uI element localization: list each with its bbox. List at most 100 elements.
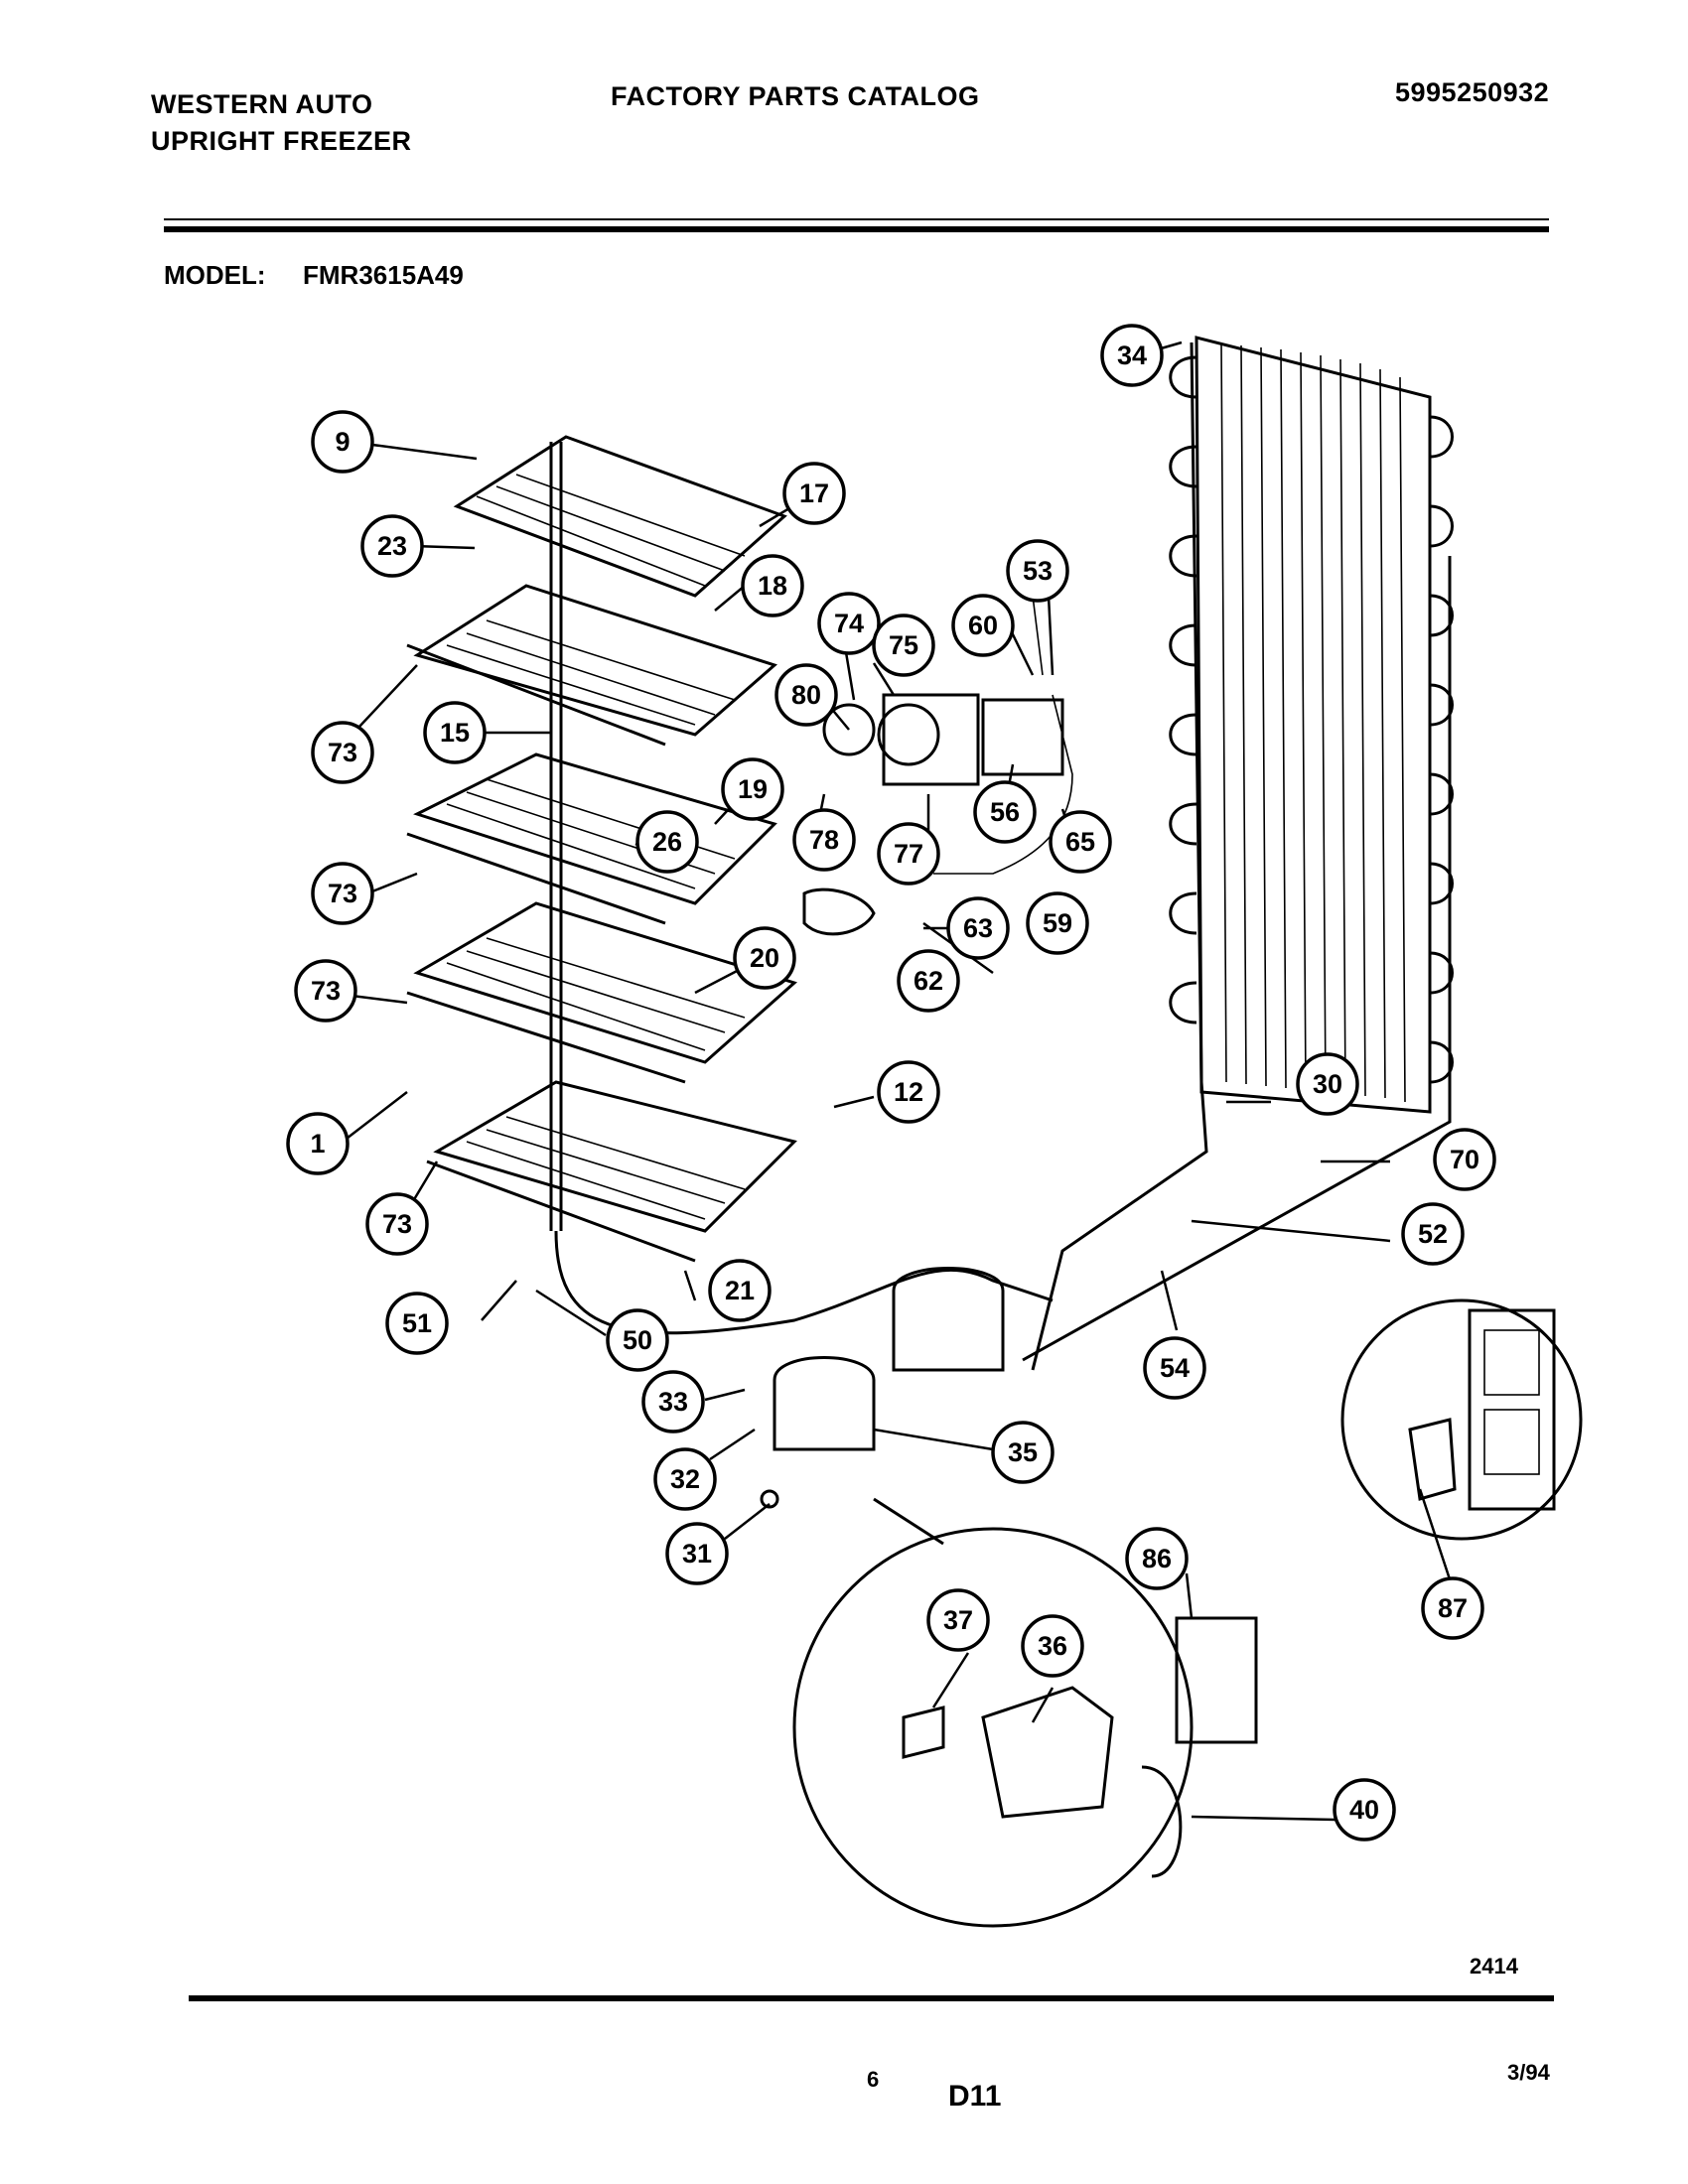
callout-54[interactable]: 54 [1143, 1336, 1206, 1400]
callout-70-label: 70 [1450, 1145, 1479, 1174]
callout-34-label: 34 [1117, 341, 1147, 370]
callout-30[interactable]: 30 [1296, 1052, 1359, 1116]
callout-35-label: 35 [1008, 1437, 1038, 1467]
callout-40-label: 40 [1349, 1795, 1379, 1825]
callout-37[interactable]: 37 [926, 1588, 990, 1652]
callout-1-label: 1 [310, 1129, 325, 1159]
callout-40[interactable]: 40 [1333, 1778, 1396, 1842]
callout-17[interactable]: 17 [782, 462, 846, 525]
compressor [760, 1267, 1005, 1509]
callout-56-label: 56 [990, 797, 1020, 827]
callout-80[interactable]: 80 [774, 663, 838, 727]
diagram-number: 2414 [1470, 1954, 1518, 1979]
callout-12[interactable]: 12 [877, 1060, 940, 1124]
callout-62-label: 62 [914, 966, 943, 996]
catalog-number: 5995250932 [1395, 77, 1550, 107]
callout-33[interactable]: 33 [641, 1370, 705, 1433]
callout-36-label: 36 [1038, 1631, 1067, 1661]
callout-51-label: 51 [402, 1308, 432, 1338]
callout-9-label: 9 [335, 427, 350, 457]
callout-86-label: 86 [1142, 1544, 1172, 1573]
callout-20[interactable]: 20 [733, 926, 796, 990]
callout-78-label: 78 [809, 825, 839, 855]
callout-65[interactable]: 65 [1049, 810, 1112, 874]
callout-18-label: 18 [758, 571, 787, 601]
callout-54-label: 54 [1160, 1353, 1190, 1383]
brand-line-1: WESTERN AUTO [151, 89, 373, 119]
callout-52-label: 52 [1418, 1219, 1448, 1249]
callout-59[interactable]: 59 [1026, 891, 1089, 955]
callout-1[interactable]: 1 [286, 1112, 350, 1175]
callout-32[interactable]: 32 [653, 1447, 717, 1511]
callout-34[interactable]: 34 [1100, 324, 1164, 387]
callout-30-label: 30 [1313, 1069, 1342, 1099]
callout-17-label: 17 [799, 478, 829, 508]
callout-73c[interactable]: 73 [294, 959, 357, 1023]
callout-80-label: 80 [791, 680, 821, 710]
callout-21[interactable]: 21 [708, 1259, 772, 1322]
callout-77[interactable]: 77 [877, 822, 940, 886]
model-number: FMR3615A49 [303, 260, 464, 290]
callout-53[interactable]: 53 [1006, 539, 1069, 603]
callout-87[interactable]: 87 [1421, 1576, 1484, 1640]
header-rule [164, 226, 1549, 232]
evaporator-shelves [406, 435, 1054, 1335]
callout-73d[interactable]: 73 [365, 1192, 429, 1256]
revision-date: 3/94 [1507, 2060, 1550, 2085]
callout-35[interactable]: 35 [991, 1421, 1055, 1484]
callout-75-label: 75 [889, 630, 918, 660]
callout-60[interactable]: 60 [951, 594, 1015, 657]
callout-73c-label: 73 [311, 976, 341, 1006]
callout-51[interactable]: 51 [385, 1292, 449, 1355]
callout-15-label: 15 [440, 718, 470, 748]
callout-50[interactable]: 50 [606, 1308, 669, 1372]
callout-63[interactable]: 63 [946, 896, 1010, 960]
catalog-title: FACTORY PARTS CATALOG [611, 81, 980, 111]
callout-56[interactable]: 56 [973, 780, 1037, 844]
callout-75[interactable]: 75 [872, 614, 935, 677]
callout-70[interactable]: 70 [1433, 1128, 1496, 1191]
callout-73-label: 73 [328, 738, 357, 767]
callout-87-label: 87 [1438, 1593, 1468, 1623]
callout-19[interactable]: 19 [721, 757, 784, 821]
callout-78[interactable]: 78 [792, 808, 856, 872]
relay-inset [792, 1497, 1258, 1928]
callout-62[interactable]: 62 [897, 949, 960, 1013]
callout-60-label: 60 [968, 611, 998, 640]
callout-73a[interactable]: 73 [311, 721, 374, 784]
callout-52[interactable]: 52 [1401, 1202, 1465, 1266]
callout-26-label: 26 [652, 827, 682, 857]
callout-15[interactable]: 15 [423, 701, 487, 764]
header-rule-thin [164, 218, 1549, 220]
callout-53-label: 53 [1023, 556, 1053, 586]
callout-19-label: 19 [738, 774, 768, 804]
callout-31[interactable]: 31 [665, 1522, 729, 1585]
callout-20-label: 20 [750, 943, 779, 973]
callout-33-label: 33 [658, 1387, 688, 1417]
callout-36[interactable]: 36 [1021, 1614, 1084, 1678]
callout-23-label: 23 [377, 531, 407, 561]
callout-73d-label: 73 [382, 1209, 412, 1239]
fan-motor-assembly [802, 555, 1073, 936]
callout-26[interactable]: 26 [635, 810, 699, 874]
callout-31-label: 31 [682, 1539, 712, 1569]
callout-74[interactable]: 74 [817, 592, 881, 655]
callout-65-label: 65 [1065, 827, 1095, 857]
callout-21-label: 21 [725, 1276, 755, 1305]
callout-9[interactable]: 9 [311, 410, 374, 474]
model-label: MODEL: [164, 260, 266, 290]
callout-73b[interactable]: 73 [311, 862, 374, 925]
callout-77-label: 77 [894, 839, 923, 869]
callout-18[interactable]: 18 [741, 554, 804, 617]
callout-74-label: 74 [834, 609, 864, 638]
section-code: D11 [948, 2080, 1002, 2113]
callout-59-label: 59 [1043, 908, 1072, 938]
footer-rule [189, 1995, 1554, 2001]
page-number: 6 [867, 2067, 880, 2092]
callout-86[interactable]: 86 [1125, 1527, 1189, 1590]
callout-37-label: 37 [943, 1605, 973, 1635]
callout-12-label: 12 [894, 1077, 923, 1107]
callout-23[interactable]: 23 [360, 514, 424, 578]
outlet-inset [1340, 1298, 1583, 1541]
